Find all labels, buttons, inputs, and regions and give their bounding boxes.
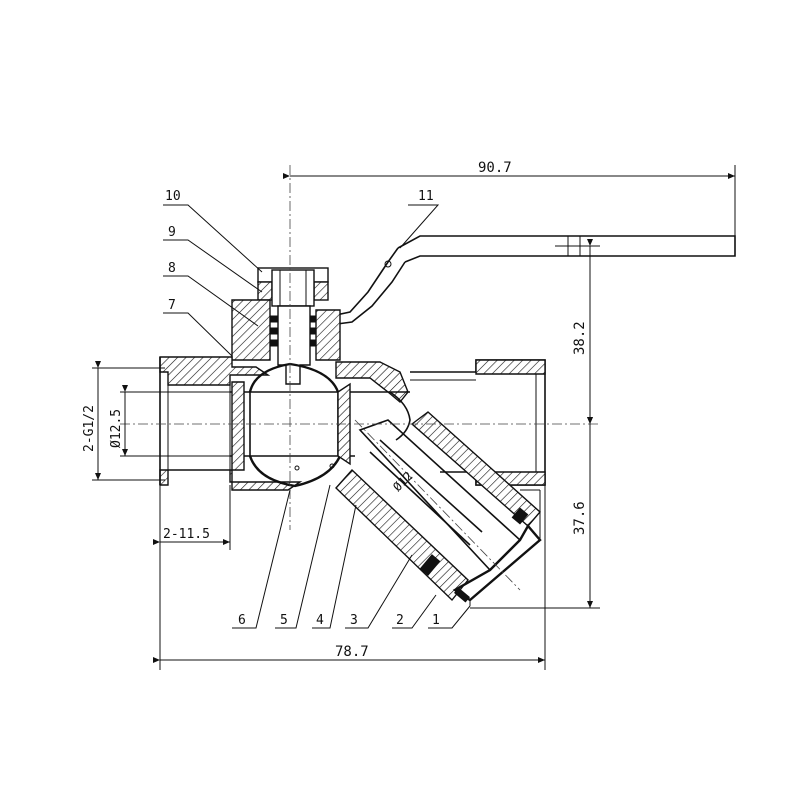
part-label-4: 4: [316, 613, 324, 628]
part-label-9: 9: [168, 225, 176, 240]
leader-lines: [163, 204, 471, 629]
part-label-2: 2: [396, 613, 404, 628]
dim-thread: 2-G1/2: [82, 405, 97, 452]
dim-thread-depth: 2-11.5: [163, 527, 210, 542]
dim-overall-length: 78.7: [335, 644, 369, 660]
handle-lever: [321, 235, 736, 327]
part-label-10: 10: [165, 189, 181, 204]
part-label-5: 5: [280, 613, 288, 628]
centerlines: [120, 165, 600, 591]
part-label-11: 11: [418, 189, 434, 204]
part-label-7: 7: [168, 298, 176, 313]
dim-height-upper: 38.2: [572, 321, 588, 355]
part-label-6: 6: [238, 613, 246, 628]
dim-bore-dia: Ø12.5: [109, 409, 124, 448]
dim-handle-length: 90.7: [478, 160, 512, 176]
part-label-3: 3: [350, 613, 358, 628]
valve-body: [159, 356, 411, 491]
dimension-lines: [92, 165, 736, 670]
dim-height-lower: 37.6: [572, 501, 588, 535]
part-label-1: 1: [432, 613, 440, 628]
part-label-8: 8: [168, 261, 176, 276]
strainer-leg: [335, 411, 542, 606]
